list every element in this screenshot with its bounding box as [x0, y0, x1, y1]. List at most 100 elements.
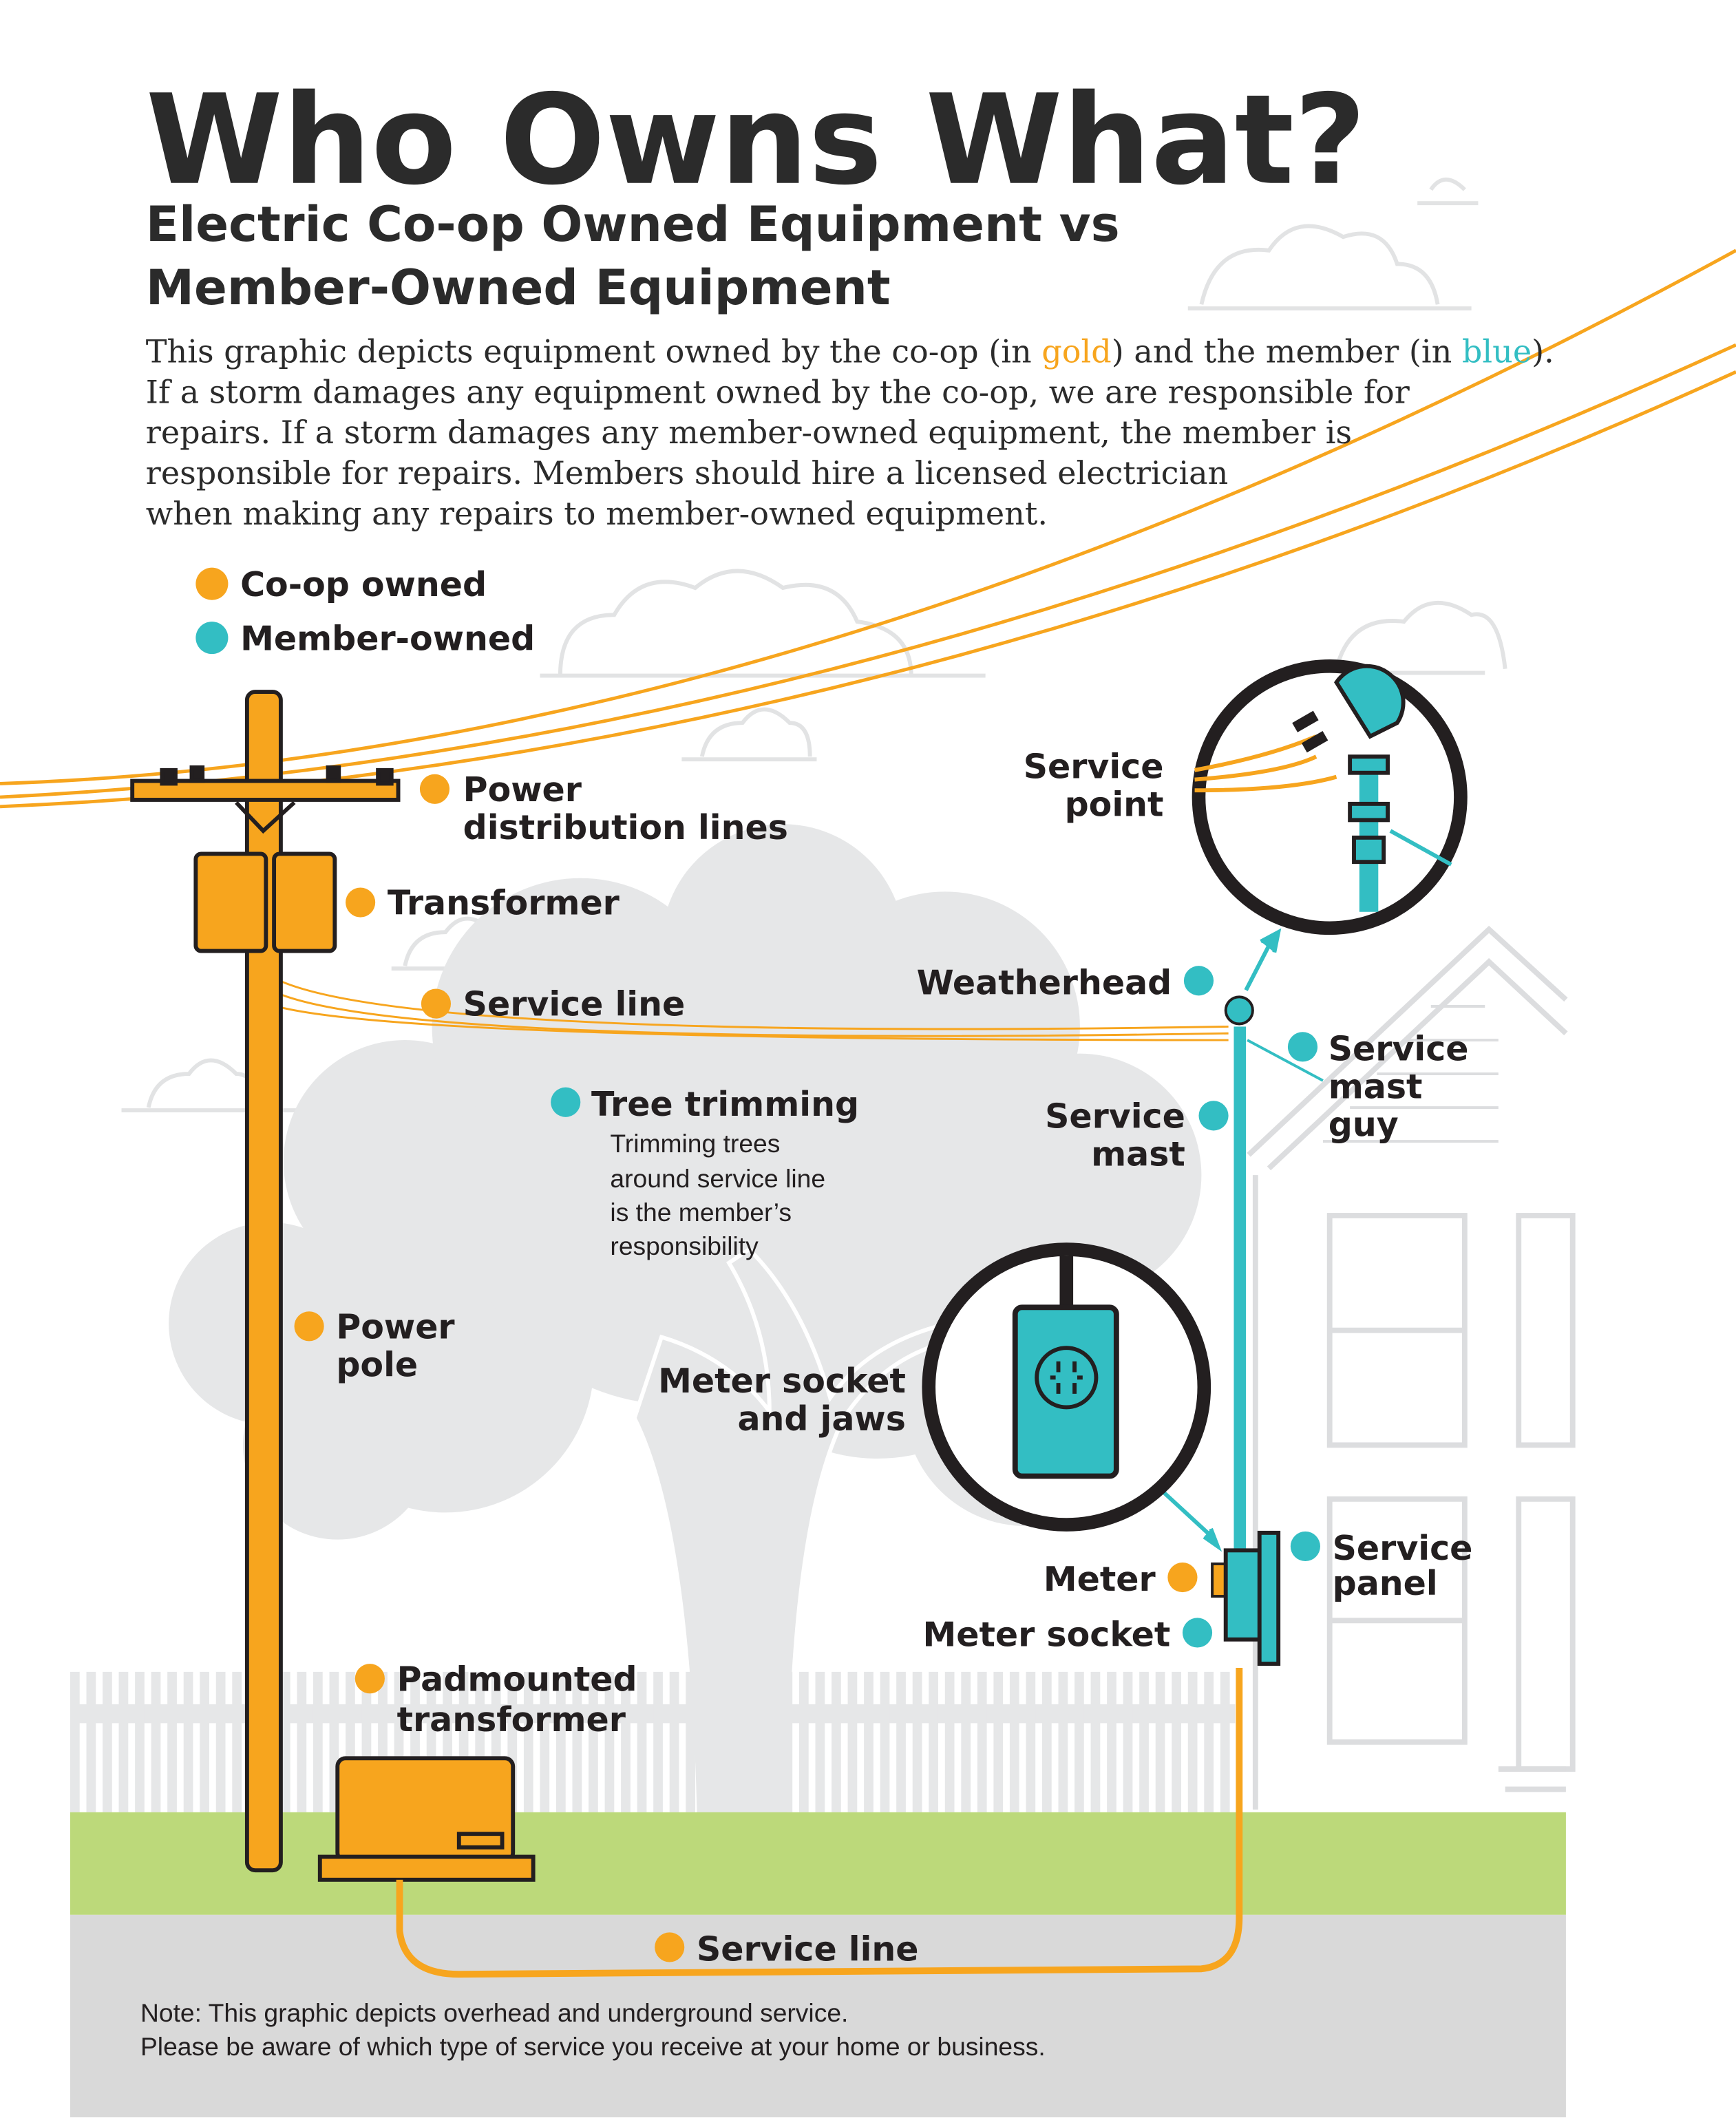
fence-picket — [718, 1671, 728, 1812]
label-meter-socket-jaws-2: and jaws — [737, 1399, 905, 1439]
label-mast-guy-1: Service — [1329, 1028, 1469, 1068]
fence-picket — [1172, 1671, 1181, 1812]
legend-coop: Co-op owned — [240, 564, 487, 604]
label-service-line-underground: Service line — [697, 1929, 919, 1969]
tree-note-1: Trimming trees — [610, 1129, 780, 1158]
intro-line-4: responsible for repairs. Members should … — [146, 454, 1228, 491]
fence-picket — [118, 1671, 129, 1812]
fence-picket — [151, 1671, 161, 1812]
fence-picket — [686, 1671, 695, 1812]
fence-picket — [313, 1671, 323, 1812]
fence-picket — [880, 1671, 890, 1812]
fence-picket — [669, 1671, 679, 1812]
fence-picket — [847, 1671, 858, 1812]
fence-picket — [1075, 1671, 1084, 1812]
label-service-panel-1: Service — [1333, 1528, 1473, 1568]
legend-gold-dot — [195, 567, 229, 600]
fence-picket — [783, 1671, 793, 1812]
fence-picket — [701, 1671, 712, 1812]
label-power-lines-2: distribution lines — [463, 807, 788, 847]
label-service-line-overhead: Service line — [463, 984, 686, 1024]
legend-member: Member-owned — [240, 618, 535, 658]
label-transformer: Transformer — [388, 883, 620, 923]
intro-line-3: repairs. If a storm damages any member-o… — [146, 414, 1352, 451]
label-service-panel-2: panel — [1333, 1563, 1438, 1603]
meter-socket-detail — [922, 1242, 1211, 1532]
label-mast-guy-2: mast — [1329, 1066, 1423, 1106]
intro-line-1: This graphic depicts equipment owned by … — [146, 333, 1554, 370]
fence-picket — [297, 1671, 307, 1812]
fence-picket — [555, 1671, 566, 1812]
fence-picket — [183, 1671, 193, 1812]
page-title: Who Owns What? — [146, 68, 1366, 213]
service-mast-shape — [1162, 928, 1324, 1666]
fence-picket — [1107, 1671, 1116, 1812]
fence-picket — [1123, 1671, 1133, 1812]
fence-picket — [734, 1671, 744, 1812]
grass — [70, 1812, 1566, 1915]
fence-picket — [135, 1671, 145, 1812]
fence-picket — [944, 1671, 955, 1812]
fence-picket — [1155, 1671, 1165, 1812]
fence-picket — [1139, 1671, 1149, 1812]
fence-picket — [1009, 1671, 1019, 1812]
subtitle-line-1: Electric Co-op Owned Equipment vs — [146, 195, 1120, 253]
fence-picket — [1090, 1671, 1101, 1812]
fence-picket — [637, 1671, 647, 1812]
label-service-point-1: Service — [1024, 747, 1164, 787]
fence-picket — [993, 1671, 1004, 1812]
label-weatherhead: Weatherhead — [917, 962, 1172, 1002]
fence-picket — [280, 1671, 290, 1812]
fence-picket — [929, 1671, 938, 1812]
fence-picket — [200, 1671, 209, 1812]
fence-picket — [1204, 1671, 1214, 1812]
fence-picket — [977, 1671, 987, 1812]
label-power-lines-1: Power — [463, 770, 582, 809]
fence-picket — [912, 1671, 922, 1812]
label-meter-socket-jaws-1: Meter socket — [658, 1361, 906, 1401]
label-meter-socket: Meter socket — [922, 1615, 1170, 1655]
label-power-pole-1: Power — [336, 1306, 455, 1346]
label-dots — [294, 774, 1320, 1962]
power-pole-shape — [130, 690, 401, 1873]
fence-picket — [653, 1671, 663, 1812]
intro-line-2: If a storm damages any equipment owned b… — [146, 373, 1410, 410]
fence-picket — [604, 1671, 615, 1812]
fence-picket — [896, 1671, 906, 1812]
label-service-mast-1: Service — [1045, 1097, 1185, 1136]
fence-picket — [766, 1671, 776, 1812]
fence-picket — [1220, 1671, 1230, 1812]
fence-picket — [540, 1671, 550, 1812]
note-line-1: Note: This graphic depicts overhead and … — [140, 1998, 848, 2027]
fence-picket — [103, 1671, 112, 1812]
tree-note-4: responsibility — [610, 1231, 759, 1260]
fence-picket — [750, 1671, 761, 1812]
tree-note-2: around service line — [610, 1164, 825, 1193]
fence-picket — [1041, 1671, 1052, 1812]
fence-picket — [798, 1671, 809, 1812]
fence-picket — [1058, 1671, 1068, 1812]
label-service-mast-2: mast — [1091, 1134, 1185, 1174]
label-padmounted-2: transformer — [397, 1699, 626, 1739]
fence-picket — [232, 1671, 242, 1812]
note-line-2: Please be aware of which type of service… — [140, 2032, 1046, 2061]
underground-service-line — [396, 1667, 1243, 1978]
fence-picket — [167, 1671, 177, 1812]
intro-line-5: when making any repairs to member-owned … — [146, 495, 1048, 532]
label-padmounted-1: Padmounted — [397, 1659, 637, 1699]
label-service-point-2: point — [1065, 784, 1164, 824]
fence-picket — [215, 1671, 226, 1812]
fence-picket — [86, 1671, 96, 1812]
legend-blue-dot — [195, 622, 229, 655]
label-power-pole-2: pole — [336, 1344, 418, 1384]
subtitle-line-2: Member-Owned Equipment — [146, 259, 891, 316]
label-meter: Meter — [1044, 1559, 1156, 1599]
fence-picket — [832, 1671, 841, 1812]
overhead-service-line — [276, 978, 1229, 1041]
padmounted-transformer-shape — [317, 1756, 536, 1882]
house — [1247, 925, 1576, 1810]
fence-picket — [523, 1671, 533, 1812]
picket-fence — [70, 1671, 1236, 1812]
